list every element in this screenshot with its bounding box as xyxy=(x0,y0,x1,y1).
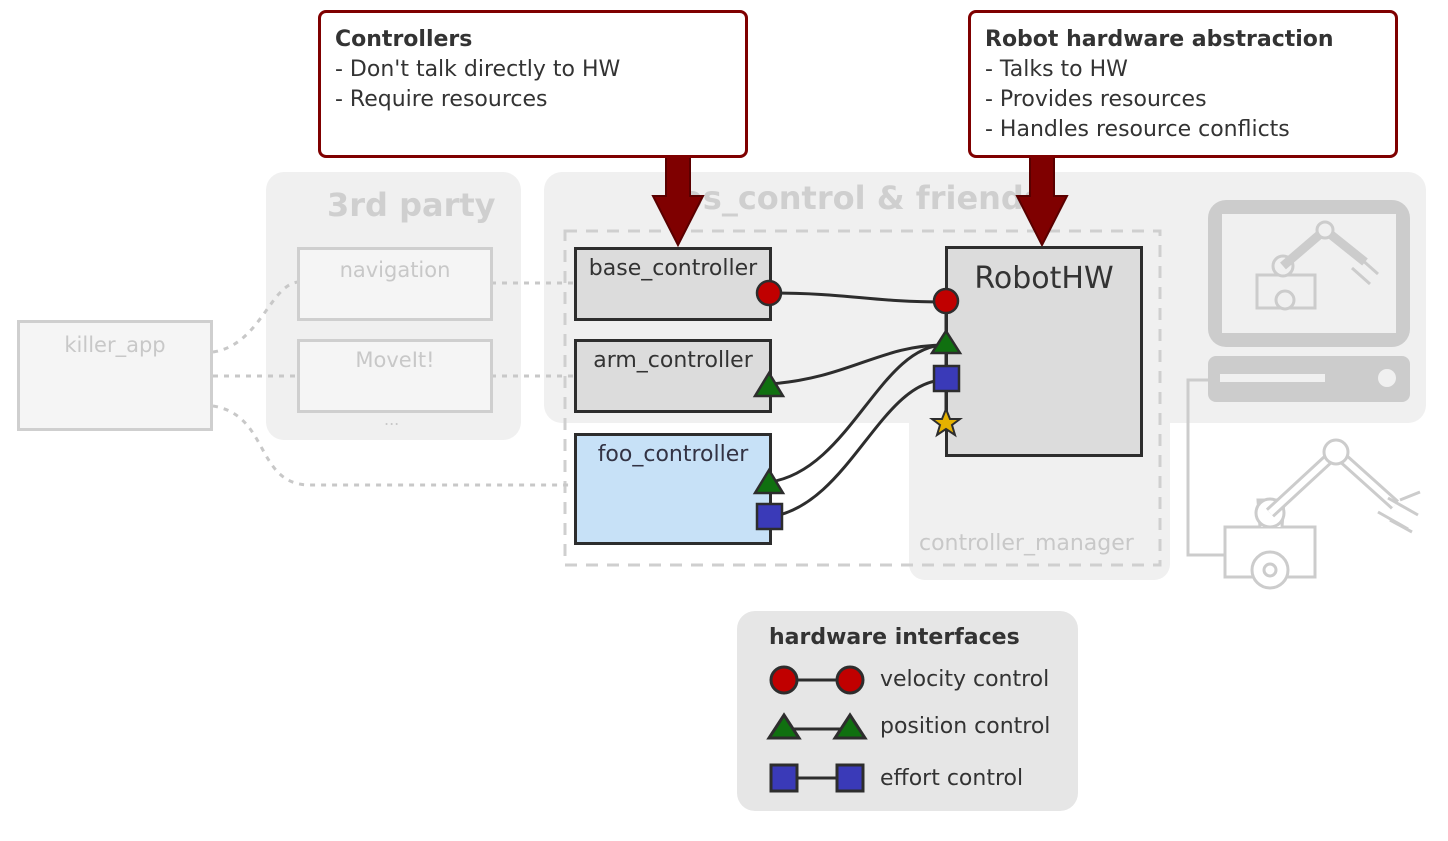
robothw-callout-line: - Talks to HW xyxy=(985,57,1128,82)
robothw-arrow xyxy=(1015,155,1069,248)
foo-position-port xyxy=(752,467,786,495)
killer-app-box: killer_app xyxy=(17,320,213,431)
robothw-callout: Robot hardware abstraction - Talks to HW… xyxy=(968,10,1398,158)
app-to-foo-link xyxy=(212,404,574,487)
robothw-callout-line: - Handles resource conflicts xyxy=(985,117,1290,142)
controllers-callout: Controllers - Don't talk directly to HW … xyxy=(318,10,748,158)
moveit-box: MoveIt! xyxy=(297,339,493,413)
legend: hardware interfaces velocity control pos… xyxy=(737,611,1078,811)
arm-position-connection xyxy=(769,343,946,386)
robothw-effort-port xyxy=(932,364,961,393)
computer-icon xyxy=(1208,200,1410,402)
navigation-box: navigation xyxy=(297,247,493,321)
foo-position-connection xyxy=(769,343,946,484)
controller-manager-boundary xyxy=(563,229,1162,567)
controllers-callout-line: - Require resources xyxy=(335,87,548,112)
robothw-star-port xyxy=(929,406,963,438)
foo-effort-port xyxy=(755,502,784,531)
arm-controller-label: arm_controller xyxy=(593,348,753,373)
moveit-label: MoveIt! xyxy=(355,348,435,372)
callout-arrows xyxy=(651,155,1069,248)
base-controller-box: base_controller xyxy=(574,247,772,321)
killer-app-label: killer_app xyxy=(64,333,166,357)
legend-effort-label: effort control xyxy=(880,766,1024,791)
controllers-callout-title: Controllers xyxy=(335,27,473,52)
legend-position-symbol xyxy=(766,712,802,740)
legend-symbols xyxy=(766,665,868,793)
robothw-label: RobotHW xyxy=(974,261,1114,296)
foo-controller-label: foo_controller xyxy=(597,442,749,467)
arm-position-port xyxy=(752,370,786,398)
controllers-callout-line: - Don't talk directly to HW xyxy=(335,57,621,82)
robothw-position-port xyxy=(929,328,963,355)
legend-title: hardware interfaces xyxy=(769,625,1020,650)
foo-effort-connection xyxy=(769,378,946,519)
legend-effort-symbol xyxy=(769,763,799,793)
controller-manager-label: controller_manager xyxy=(919,531,1134,556)
legend-velocity-label: velocity control xyxy=(880,667,1050,692)
arm-controller-box: arm_controller xyxy=(574,339,772,413)
robot-arm-icon xyxy=(1223,438,1421,590)
interface-connections xyxy=(769,291,946,519)
base-controller-label: base_controller xyxy=(588,256,758,281)
velocity-connection xyxy=(769,291,946,304)
navigation-label: navigation xyxy=(339,258,451,282)
robothw-velocity-port xyxy=(932,287,960,315)
legend-velocity-symbol xyxy=(769,665,799,695)
app-connections xyxy=(212,280,574,487)
robot-cable xyxy=(1186,378,1225,557)
third-party-label: 3rd party xyxy=(327,186,496,224)
robothw-box: RobotHW xyxy=(945,246,1143,457)
app-to-navigation-link xyxy=(212,280,299,354)
controllers-arrow xyxy=(651,155,705,248)
base-velocity-port xyxy=(755,279,783,307)
more-items-label: ... xyxy=(384,410,400,429)
legend-position-label: position control xyxy=(880,714,1051,739)
ros-control-label: ros_control & friends xyxy=(665,179,1043,217)
robothw-callout-line: - Provides resources xyxy=(985,87,1207,112)
robothw-callout-title: Robot hardware abstraction xyxy=(985,27,1334,52)
